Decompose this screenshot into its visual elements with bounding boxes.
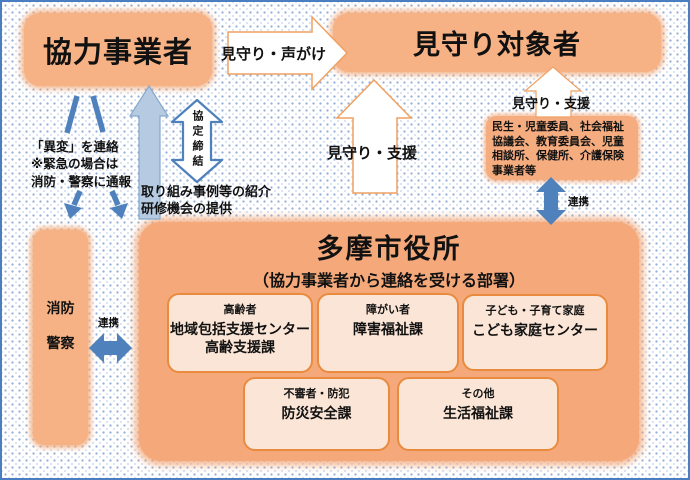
dept-other-category: その他 (461, 388, 495, 400)
dept-suspicious: 不審者・防犯 防災安全課 (243, 377, 390, 451)
report-stroke-right (90, 95, 106, 133)
dept-elderly: 高齢者 地域包括支援センター 高齢支援課 (167, 293, 313, 373)
node-fire-police: 消防 警察 (33, 230, 88, 445)
watch-support-arrow-right (523, 66, 583, 118)
dept-disabled-category: 障がい者 (366, 304, 410, 316)
dept-other-name: 生活福祉課 (443, 405, 513, 421)
dept-other: その他 生活福祉課 (397, 377, 559, 451)
committees-text: 民生・児童委員、社会福祉協議会、教育委員会、児童相談所、保健所、介護保険事業者等 (492, 121, 624, 177)
watch-support-arrow-center (335, 78, 413, 194)
dept-children-category: 子ども・子育て家庭 (485, 305, 585, 317)
dept-disabled: 障がい者 障害福祉課 (317, 293, 459, 373)
dept-disabled-name: 障害福祉課 (353, 321, 423, 337)
fire-label: 消防 (46, 300, 75, 316)
emergency-arrow-left-head (64, 203, 82, 219)
police-label: 警察 (46, 335, 75, 351)
renkei-arrow-left (89, 333, 132, 363)
case-examples-label: 取り組み事例等の紹介 研修機会の提供 (141, 184, 272, 216)
node-committees: 民生・児童委員、社会福祉協議会、教育委員会、児童相談所、保健所、介護保険事業者等 (486, 116, 638, 180)
dept-children: 子ども・子育て家庭 こども家庭センター (462, 294, 608, 371)
dept-suspicious-name: 防災安全課 (281, 405, 352, 421)
node-cooperating-businesses: 協力事業者 (24, 13, 212, 86)
cooperating-businesses-label: 協力事業者 (42, 36, 193, 69)
watch-targets-label: 見守り対象者 (413, 30, 581, 60)
watch-callout-arrow (227, 15, 349, 91)
report-change-label: 「異変」を連絡 (31, 140, 119, 154)
watch-support-right-label: 見守り・支援 (512, 96, 591, 111)
emergency-arrow-right-head (110, 203, 128, 219)
agreement-label: 協定締結 (191, 110, 203, 170)
renkei-left-label: 連携 (98, 317, 119, 329)
city-hall-title: 多摩市役所 (316, 234, 462, 264)
case-examples-arrow (128, 84, 170, 220)
city-hall-subtitle: （協力事業者から連絡を受ける部署） (252, 273, 525, 290)
agreement-double-arrow (170, 98, 224, 184)
dept-elderly-name: 地域包括支援センター 高齢支援課 (170, 321, 310, 356)
watch-support-center-label: 見守り・支援 (327, 145, 418, 162)
renkei-arrow-right (536, 177, 566, 225)
emergency-note-label: ※緊急の場合は 消防・警察に通報 (31, 157, 132, 189)
dept-suspicious-category: 不審者・防犯 (283, 388, 350, 400)
node-watch-targets: 見守り対象者 (333, 13, 661, 72)
emergency-arrow-left-shaft (71, 189, 83, 207)
dept-children-name: こども家庭センター (472, 322, 598, 338)
watch-callout-label: 見守り・声がけ (221, 46, 327, 63)
dept-elderly-category: 高齢者 (223, 304, 257, 316)
report-stroke-left (64, 95, 80, 134)
emergency-arrow-right-shaft (109, 189, 121, 207)
renkei-right-label: 連携 (568, 196, 589, 208)
